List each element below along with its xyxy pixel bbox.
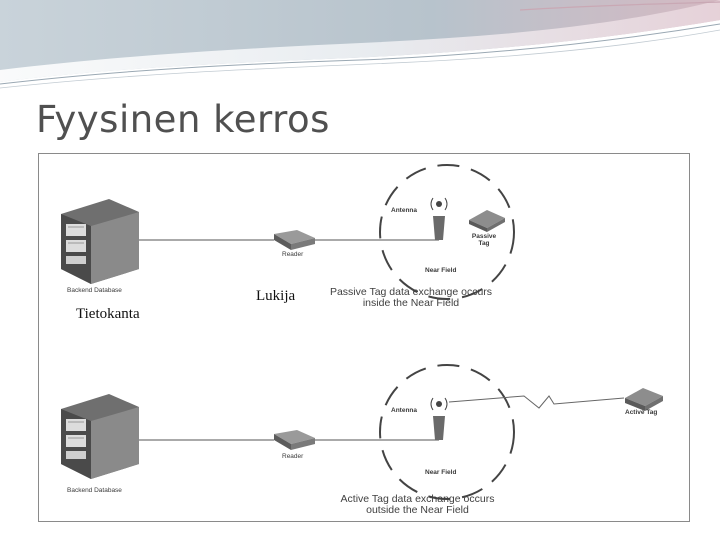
bottom-database-label: Backend Database <box>67 487 122 494</box>
antenna-icon-bottom <box>430 397 448 440</box>
top-caption: Passive Tag data exchange occurs inside … <box>329 286 493 309</box>
bottom-reader-label: Reader <box>282 453 304 460</box>
rfid-diagram-drawing <box>61 164 663 500</box>
near-field-circle-bottom <box>379 364 515 500</box>
bottom-antenna-label: Antenna <box>391 407 417 414</box>
rfid-diagram: Backend Database Reader Antenna Passive … <box>38 153 690 522</box>
backend-database-server-icon-bottom <box>61 394 139 479</box>
top-database-label: Backend Database <box>67 287 122 294</box>
bottom-caption: Active Tag data exchange occurs outside … <box>340 493 495 516</box>
bottom-field-label: Near Field <box>425 469 457 476</box>
backend-database-server-icon <box>61 199 139 284</box>
passive-tag-icon <box>469 210 505 232</box>
reader-device-icon <box>274 230 315 250</box>
top-tag-label: Passive Tag <box>471 233 497 247</box>
reader-note: Lukija <box>256 288 296 304</box>
wireless-signal-icon <box>448 395 625 409</box>
active-tag-icon <box>625 388 663 411</box>
reader-device-icon-bottom <box>274 430 315 450</box>
decorative-banner <box>0 0 720 89</box>
antenna-icon <box>430 197 448 240</box>
slide-title: Fyysinen kerros <box>36 98 330 141</box>
top-antenna-label: Antenna <box>391 207 417 214</box>
top-field-label: Near Field <box>425 267 457 274</box>
bottom-tag-label: Active Tag <box>625 409 658 416</box>
top-reader-label: Reader <box>282 251 304 258</box>
near-field-circle <box>379 164 515 300</box>
database-note: Tietokanta <box>76 306 140 322</box>
